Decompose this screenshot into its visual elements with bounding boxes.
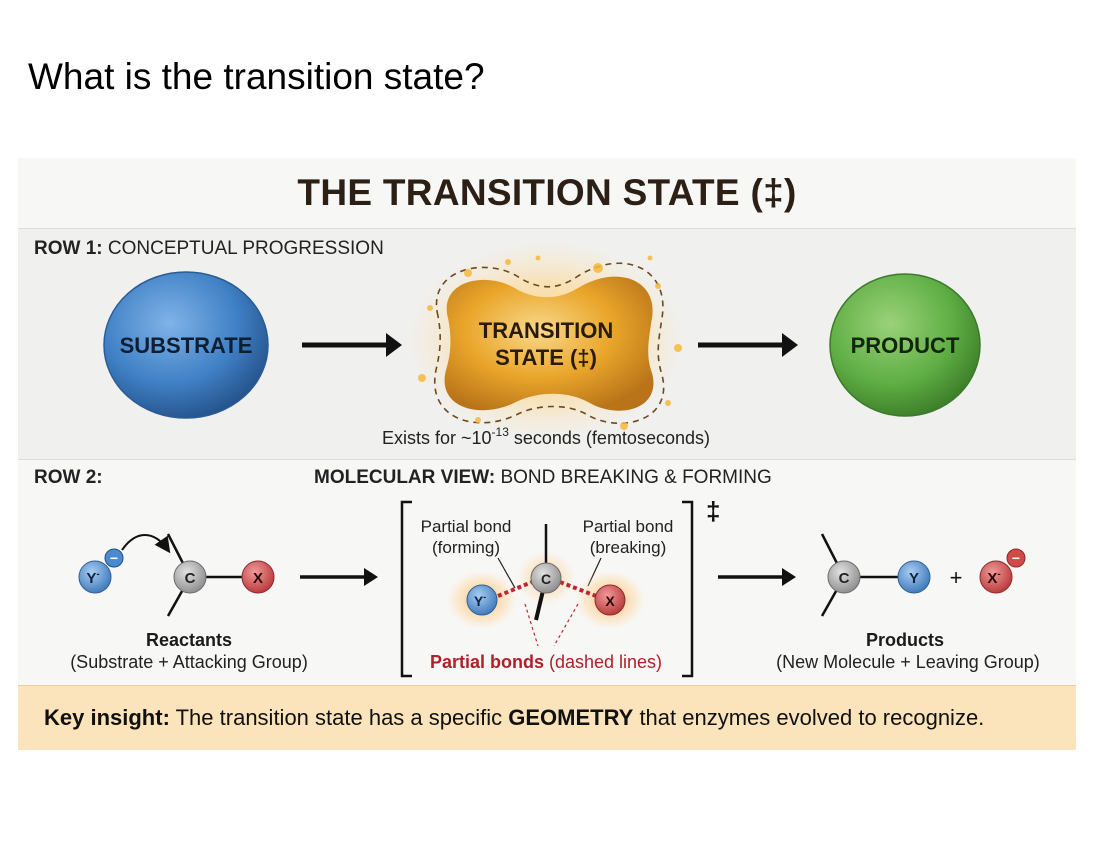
arrow-row2-left (300, 568, 378, 586)
ts-y-atom (466, 584, 498, 616)
substrate-label: SUBSTRATE (120, 333, 253, 358)
leaving-x-atom (979, 560, 1013, 594)
transition-state-infographic: THE TRANSITION STATE (‡) ROW 1: CONCEPTU… (18, 158, 1076, 750)
product-y-atom (897, 560, 931, 594)
partial-breaking-line2: (breaking) (590, 538, 667, 557)
partial-bonds-caption: Partial bonds(dashed lines) (430, 652, 662, 672)
arrow-row1-right (698, 333, 798, 357)
product-c-atom (827, 560, 861, 594)
partial-forming-line1: Partial bond (421, 517, 512, 536)
plus-sign: + (950, 565, 963, 590)
reactant-y-charge (104, 548, 124, 568)
row2-heading: MOLECULAR VIEW: BOND BREAKING & FORMING (314, 467, 772, 488)
leaving-x-charge (1006, 548, 1026, 568)
diagram-canvas: SUBSTRATE TRANSITION STATE (‡) PRODUCT E… (78, 240, 1026, 678)
transition-label-line1: TRANSITION (479, 318, 613, 343)
products-molecule: C Y + X- − (820, 533, 1026, 617)
transition-label-line2: STATE (‡) (495, 345, 597, 370)
attack-arrow (121, 534, 171, 554)
transition-blob (444, 276, 654, 411)
row2-label: ROW 2: (34, 467, 103, 488)
svg-text:Y-: Y- (86, 569, 99, 587)
svg-text:X: X (605, 593, 615, 609)
svg-text:X: X (253, 570, 263, 587)
products-title: Products (865, 630, 944, 650)
partial-breaking-line1: Partial bond (583, 517, 674, 536)
ts-x-atom (594, 584, 626, 616)
products-subtitle: (New Molecule + Leaving Group) (776, 652, 1040, 672)
svg-text:−: − (1012, 550, 1020, 566)
slide-title: What is the transition state? (28, 56, 485, 97)
reactant-c-atom (173, 560, 207, 594)
energy-sparkles (418, 255, 682, 430)
substrate-sphere (103, 271, 269, 419)
product-label: PRODUCT (851, 333, 960, 358)
reactant-y-atom (78, 560, 112, 594)
svg-text:C: C (541, 571, 551, 587)
ts-c-atom (530, 562, 562, 594)
reactants-subtitle: (Substrate + Attacking Group) (70, 652, 308, 672)
product-sphere (829, 273, 981, 417)
svg-text:X-: X- (987, 569, 1000, 587)
arrow-row2-right (718, 568, 796, 586)
partial-forming-line2: (forming) (432, 538, 500, 557)
infographic-title: THE TRANSITION STATE (‡) (297, 172, 797, 213)
left-bracket (400, 500, 412, 678)
row1-label: ROW 1: CONCEPTUAL PROGRESSION (34, 238, 384, 259)
key-insight-band: Key insight: The transition state has a … (18, 685, 1076, 750)
transition-complex: Y- C X (446, 524, 646, 647)
svg-text:−: − (110, 550, 118, 566)
key-insight-text: Key insight: The transition state has a … (44, 705, 985, 730)
reactants-title: Reactants (145, 630, 233, 650)
reactant-x-atom (241, 560, 275, 594)
partial-bond-forming (497, 580, 533, 598)
reactants-molecule: Y- − C X (78, 533, 275, 617)
svg-text:Y: Y (909, 570, 919, 587)
double-dagger-symbol: ‡ (706, 496, 720, 526)
svg-text:C: C (839, 570, 850, 587)
arrow-row1-left (302, 333, 402, 357)
right-bracket (682, 500, 694, 678)
lifetime-caption: Exists for ~10-13 seconds (femtoseconds) (382, 425, 710, 448)
svg-text:C: C (185, 570, 196, 587)
transition-dashed-outline (433, 262, 665, 425)
svg-text:Y-: Y- (474, 592, 486, 609)
